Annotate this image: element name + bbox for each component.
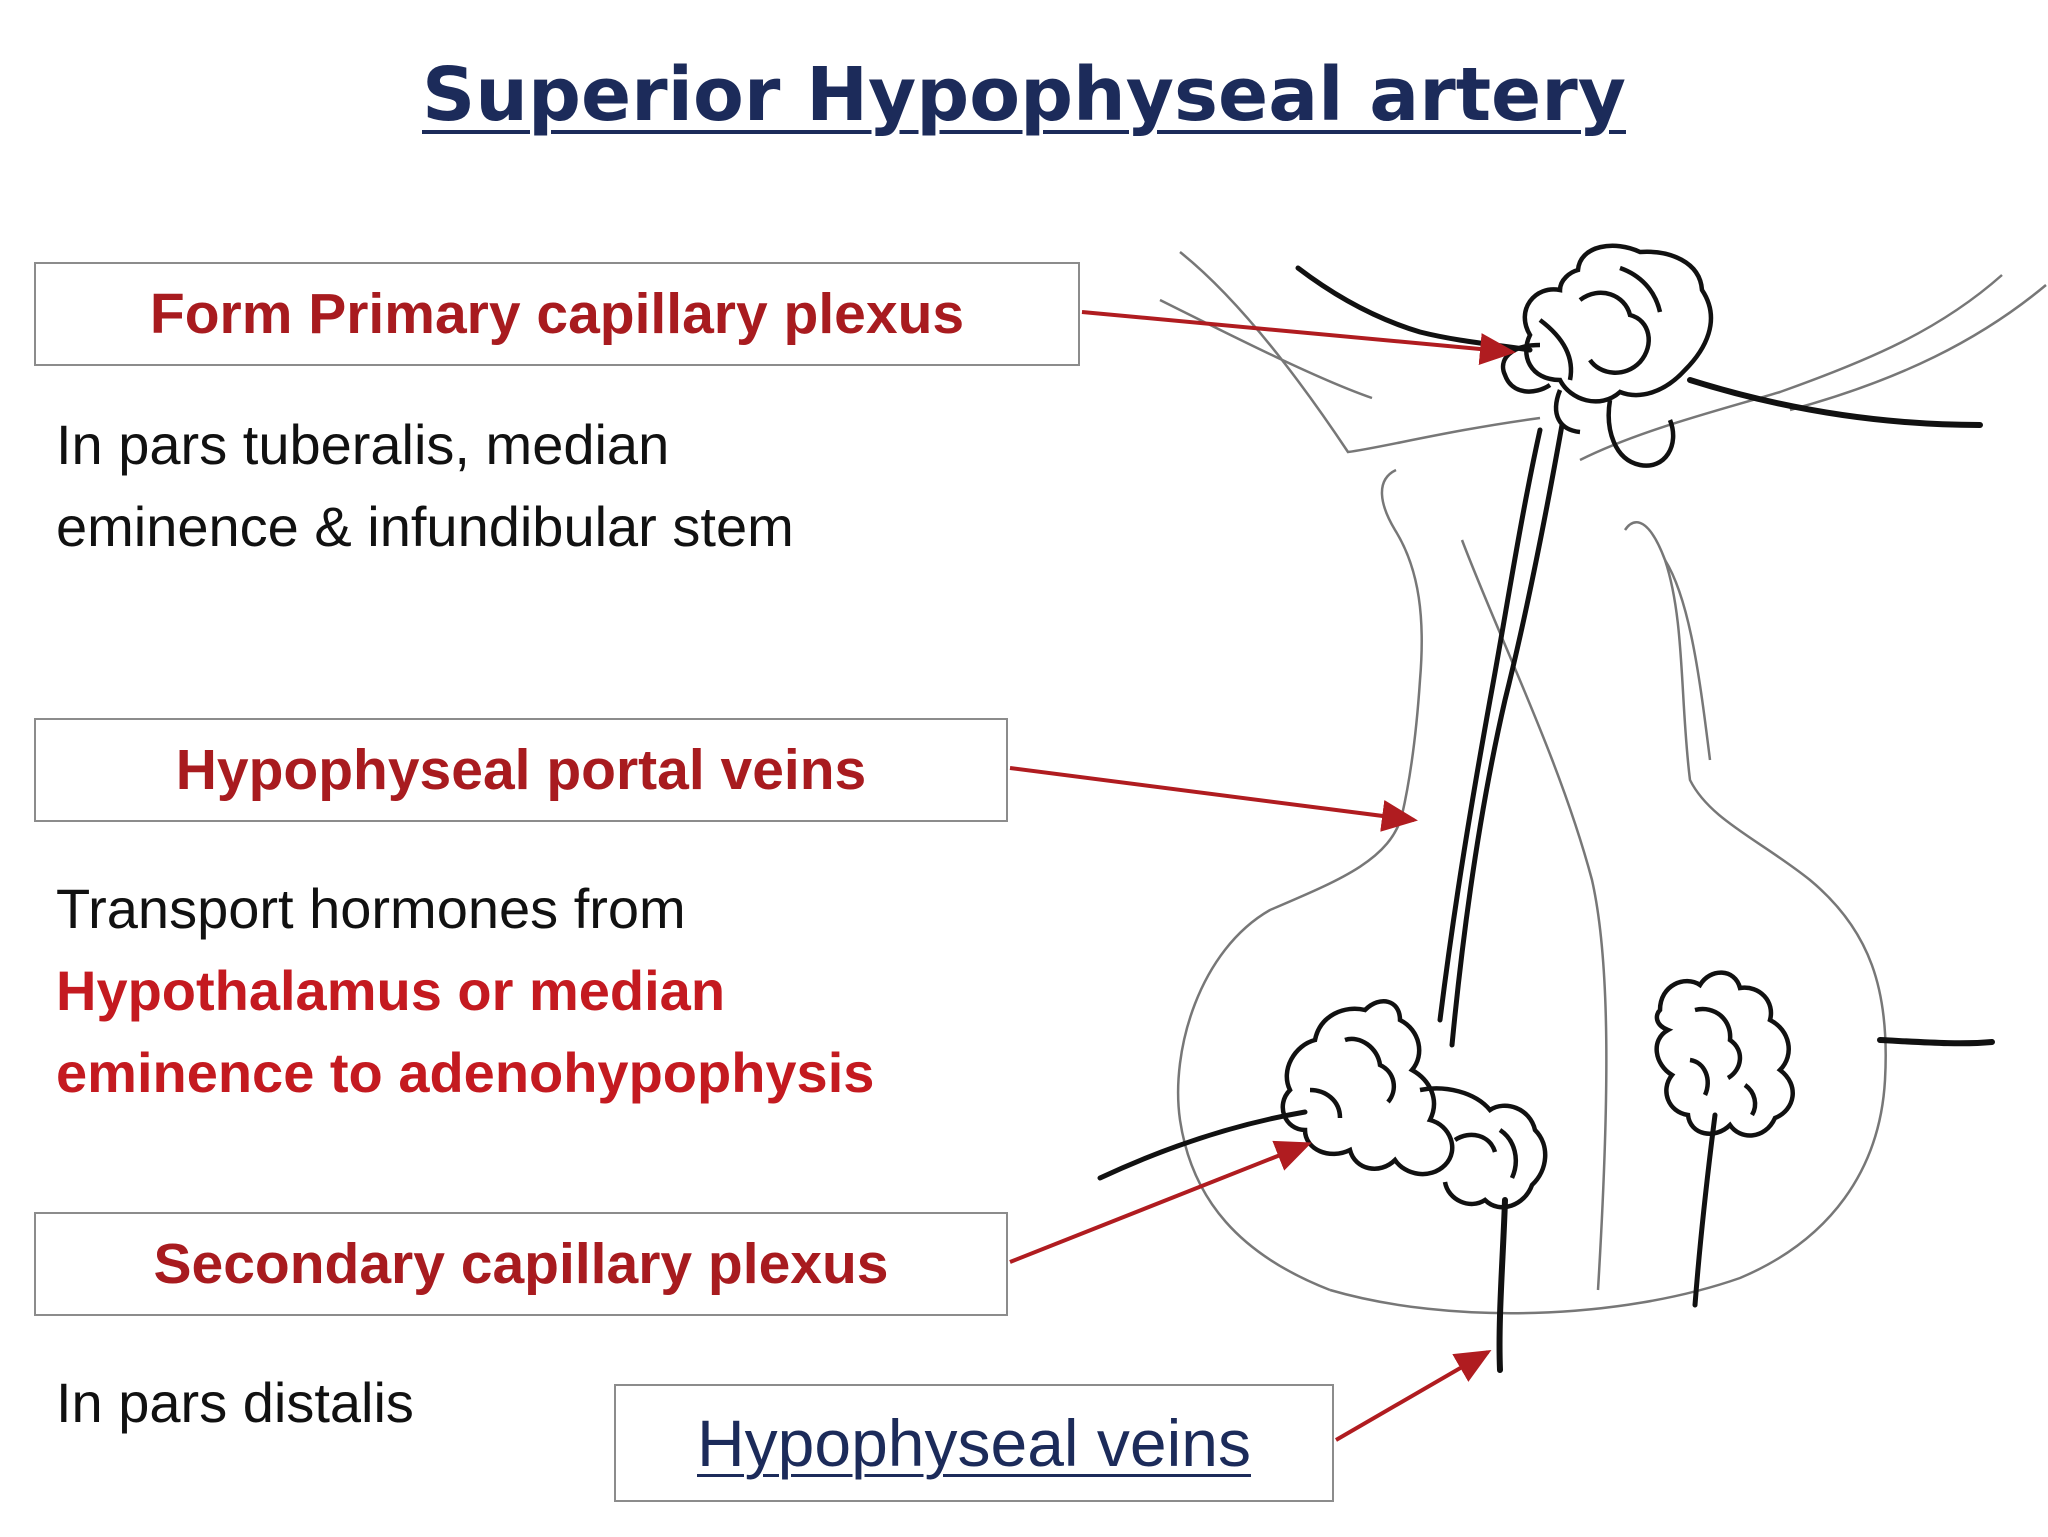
label-secondary-plexus-text: Secondary capillary plexus [153, 1232, 889, 1296]
primary-plexus-description: In pars tuberalis, median eminence & inf… [56, 404, 996, 568]
arrow-hypophyseal-veins [1334, 1349, 1492, 1442]
pituitary-outline [1159, 251, 2047, 1315]
secondary-left-loop-5 [1453, 1132, 1498, 1153]
arrow-primary-plexus [1081, 310, 1516, 365]
secondary-plexus-inflow [1097, 1109, 1308, 1181]
primary-loop-3 [1538, 318, 1574, 381]
superior-hypophyseal-artery-right [1687, 377, 1983, 428]
secondary-left-loop-2 [1344, 1036, 1397, 1104]
hypothalamus-floor-left-upper [1179, 251, 1541, 454]
pars-intermedia-line [1460, 539, 1608, 1291]
right-vein-stub [1877, 1037, 1995, 1047]
primary-description-line-2: eminence & infundibular stem [56, 495, 794, 558]
secondary-left-loop-4 [1419, 1086, 1548, 1210]
label-primary-capillary-plexus: Form Primary capillary plexus [34, 262, 1080, 366]
secondary-left-loop-6 [1498, 1128, 1518, 1179]
primary-description-line-1: In pars tuberalis, median [56, 413, 670, 476]
portal-vein-1 [1437, 427, 1543, 1023]
secondary-left-loop-1 [1280, 999, 1455, 1177]
hypothalamus-floor-left-lower [1159, 298, 1373, 400]
primary-loop-2 [1578, 290, 1651, 375]
primary-loop-7 [1553, 389, 1581, 435]
portal-description-line-2: Hypothalamus or median [56, 959, 726, 1022]
label-primary-capillary-plexus-text: Form Primary capillary plexus [149, 282, 965, 346]
label-hypophyseal-veins: Hypophyseal veins [614, 1384, 1334, 1502]
portal-vein-2 [1449, 422, 1565, 1048]
portal-description-line-3: eminence to adenohypophysis [56, 1041, 875, 1104]
diagram-title: Superior Hypophyseal artery [422, 52, 1626, 138]
secondary-left-loop-3 [1309, 1087, 1343, 1119]
pointer-arrows [1009, 310, 1516, 1442]
arrow-portal-veins [1009, 766, 1418, 832]
secondary-capillary-plexus-right [1654, 970, 1795, 1138]
secondary-description-line-1: In pars distalis [56, 1371, 414, 1434]
infundibulum-right-edge [1663, 559, 1712, 761]
hypothalamus-floor-right-upper [1579, 274, 2003, 462]
vessels [1097, 265, 1995, 1373]
hypothalamus-floor-right-lower [1789, 284, 2047, 412]
pars-distalis-bottom [1329, 521, 1887, 1315]
secondary-plexus-description: In pars distalis [56, 1362, 616, 1444]
secondary-right-loop-4 [1743, 1083, 1758, 1117]
primary-loop-5 [1500, 342, 1552, 394]
secondary-capillary-plexus-left [1280, 999, 1548, 1210]
secondary-right-loop-3 [1689, 1057, 1710, 1096]
portal-description-line-1: Transport hormones from [56, 877, 686, 940]
primary-loop-4 [1619, 265, 1663, 313]
label-hypophyseal-veins-text: Hypophyseal veins [697, 1406, 1251, 1480]
primary-loop-1 [1522, 243, 1714, 404]
arrow-secondary-plexus [1009, 1140, 1312, 1264]
hypophyseal-vein-out [1496, 1197, 1508, 1373]
portal-veins-description: Transport hormones from Hypothalamus or … [56, 868, 1096, 1114]
label-portal-veins-text: Hypophyseal portal veins [175, 738, 867, 802]
primary-capillary-plexus [1500, 243, 1714, 468]
superior-hypophyseal-artery-left [1295, 265, 1533, 353]
secondary-right-loop-2 [1694, 1006, 1743, 1080]
primary-loop-6 [1606, 399, 1676, 468]
right-vein-down [1692, 1112, 1718, 1308]
secondary-right-loop-1 [1654, 970, 1795, 1138]
label-hypophyseal-portal-veins: Hypophyseal portal veins [34, 718, 1008, 822]
label-secondary-capillary-plexus: Secondary capillary plexus [34, 1212, 1008, 1316]
